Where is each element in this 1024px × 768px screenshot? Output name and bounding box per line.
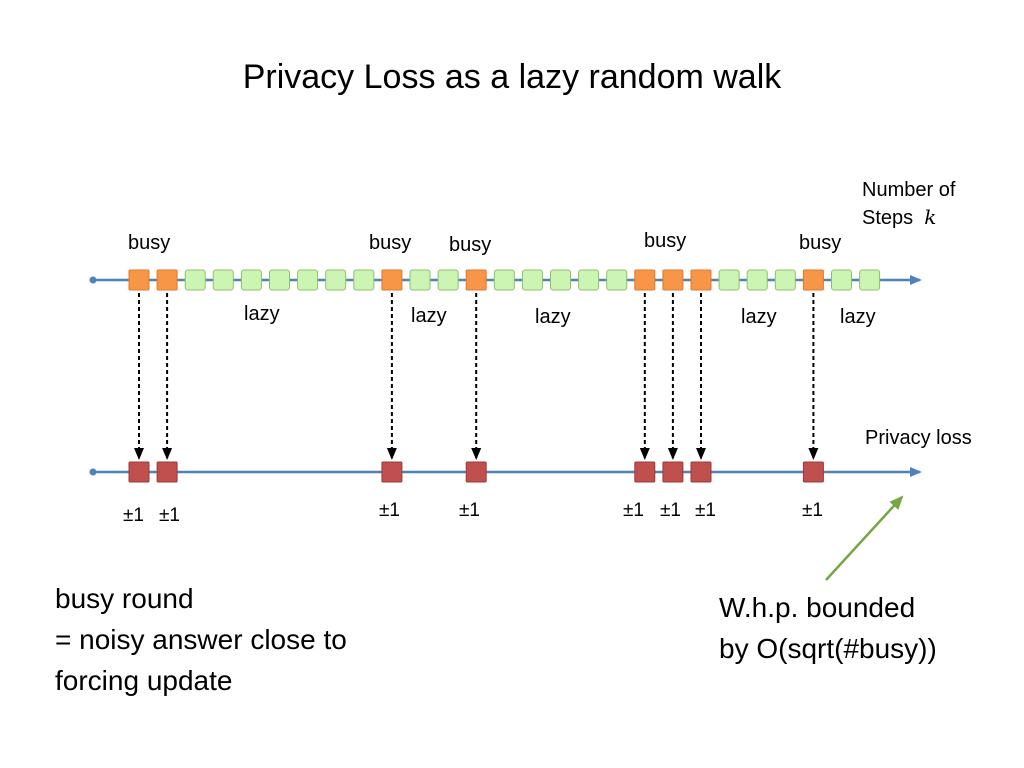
busy-round-note-line2: = noisy answer close to [55, 624, 347, 655]
slide-title: Privacy Loss as a lazy random walk [242, 58, 782, 96]
busy-label: busy [799, 232, 842, 254]
steps-axis-label: Number of Steps k [862, 177, 955, 232]
lazy-step-square [212, 269, 234, 291]
plus-minus-label: ±1 [379, 500, 400, 521]
lazy-label: lazy [741, 306, 777, 328]
plus-minus-label: ±1 [623, 500, 644, 521]
lazy-step-square [409, 269, 431, 291]
lazy-step-square [325, 269, 347, 291]
lazy-step-square [831, 269, 852, 291]
busy-step-square [662, 269, 684, 291]
busy-step-square [128, 269, 150, 291]
privacy-loss-step-square [662, 461, 684, 483]
lazy-label: lazy [244, 303, 280, 325]
lazy-step-square [578, 269, 600, 291]
privacy-loss-step-square [128, 461, 150, 483]
lazy-step-square [521, 269, 543, 291]
lazy-label: lazy [411, 305, 447, 327]
plus-minus-label: ±1 [660, 500, 681, 521]
privacy-loss-step-square [156, 461, 178, 483]
busy-step-square [381, 269, 403, 291]
lazy-step-square [746, 269, 768, 291]
lazy-step-square [240, 269, 262, 291]
privacy-loss-step-square [381, 461, 403, 483]
lazy-label: lazy [535, 306, 571, 328]
whp-bound-note: W.h.p. bounded by O(sqrt(#busy)) [719, 587, 937, 669]
privacy-loss-step-square [465, 461, 487, 483]
steps-axis-label-word: Steps [862, 207, 914, 229]
busy-step-square [465, 269, 487, 291]
privacy-loss-step-square [690, 461, 712, 483]
plus-minus-label: ±1 [695, 500, 716, 521]
privacy-loss-axis-origin [89, 468, 97, 476]
busy-round-note: busy round = noisy answer close to forci… [55, 578, 347, 701]
busy-label: busy [369, 232, 412, 254]
privacy-loss-step-square [802, 461, 824, 483]
plus-minus-label: ±1 [159, 505, 180, 526]
busy-round-note-line1: busy round [55, 583, 194, 614]
steps-axis-label-line2: Steps k [862, 204, 955, 232]
plus-minus-label: ±1 [123, 505, 144, 526]
whp-pointer-arrow [825, 495, 904, 581]
privacy-loss-step-square [634, 461, 656, 483]
lazy-step-square [353, 269, 375, 291]
whp-bound-note-line1: W.h.p. bounded [719, 592, 916, 623]
lazy-step-square [493, 269, 515, 291]
plus-minus-label: ±1 [802, 500, 823, 521]
lazy-step-square [718, 269, 740, 291]
busy-round-note-line3: forcing update [55, 665, 233, 696]
lazy-step-square [606, 269, 628, 291]
privacy-loss-axis-label: Privacy loss [865, 427, 972, 449]
plus-minus-label: ±1 [459, 500, 480, 521]
steps-group [128, 269, 881, 483]
lazy-step-square [774, 269, 796, 291]
lazy-step-square [859, 269, 881, 291]
steps-axis-symbol: k [924, 205, 937, 229]
lazy-label: lazy [840, 306, 876, 328]
steps-axis-origin [89, 276, 97, 284]
busy-label: busy [644, 230, 687, 252]
busy-step-square [802, 269, 824, 291]
busy-label: busy [449, 234, 492, 256]
steps-axis-label-line1: Number of [862, 179, 956, 201]
whp-bound-note-line2: by O(sqrt(#busy)) [719, 633, 937, 664]
busy-step-square [690, 269, 712, 291]
lazy-step-square [437, 269, 459, 291]
lazy-step-square [184, 269, 206, 291]
lazy-step-square [550, 269, 571, 291]
lazy-step-square [297, 269, 319, 291]
busy-step-square [156, 269, 178, 291]
busy-step-square [634, 269, 656, 291]
busy-label: busy [128, 232, 171, 254]
lazy-step-square [269, 269, 290, 291]
